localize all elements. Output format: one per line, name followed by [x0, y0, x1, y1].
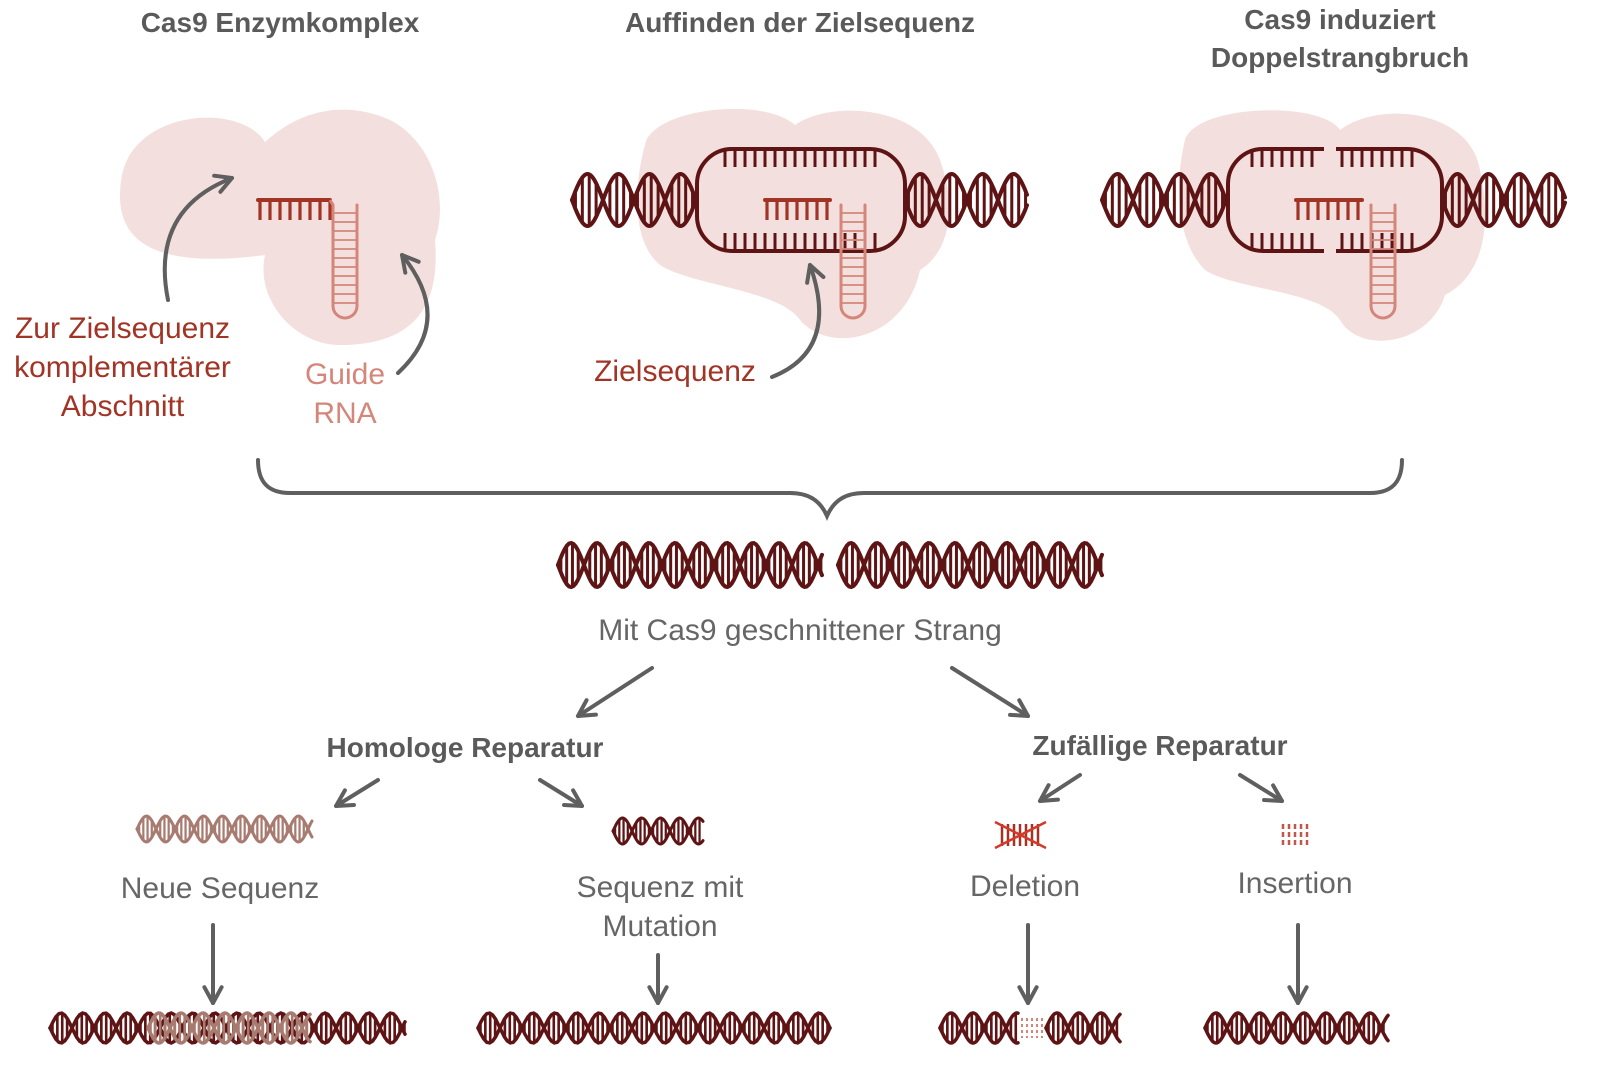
- cas9-enzyme-shape: [119, 109, 440, 345]
- label-mutation-line1: Sequenz mit: [576, 871, 744, 904]
- arrow-insertion-down: [1287, 923, 1309, 1005]
- arrow-to-new-sequence: [334, 778, 380, 808]
- mutation-dna: [611, 816, 705, 846]
- arrow-mutation-down: [647, 953, 669, 1005]
- complementary-segment-panel3: [1294, 198, 1364, 220]
- label-complementary-line2: komplementärer: [14, 351, 231, 384]
- result-deletion-dna-left: [938, 1011, 1020, 1045]
- title-cas9-complex: Cas9 Enzymkomplex: [140, 7, 420, 38]
- summary-brace: [256, 458, 1404, 521]
- label-complementary-line1: Zur Zielsequenz: [14, 312, 231, 345]
- cas9-enzyme-shape: [637, 108, 950, 339]
- label-homologous-repair: Homologe Reparatur: [326, 732, 604, 763]
- guide-rna-hairpin-panel2: [839, 203, 867, 320]
- complementary-segment-panel2: [763, 198, 832, 220]
- deletion-symbol: [994, 820, 1047, 850]
- label-guide-rna-line1: Guide: [304, 358, 386, 391]
- label-deletion: Deletion: [969, 870, 1081, 903]
- guide-rna-hairpin: [331, 203, 359, 320]
- cas9-enzyme-shape: [1179, 110, 1486, 341]
- arrow-deletion-down: [1017, 923, 1039, 1005]
- label-insertion: Insertion: [1237, 867, 1353, 900]
- arrow-to-target: [770, 263, 826, 379]
- deletion-gap-marker: [1021, 1018, 1043, 1038]
- arrow-to-random: [950, 666, 1030, 718]
- cut-dna-right: [836, 540, 1104, 590]
- arrow-to-mutation: [538, 778, 584, 808]
- arrow-to-deletion: [1038, 773, 1082, 803]
- dna-right-panel2: [903, 171, 1029, 229]
- result-insertion-dna: [1203, 1011, 1390, 1045]
- arrow-to-guide-rna: [396, 253, 430, 375]
- arrow-to-insertion: [1238, 773, 1284, 803]
- arrow-to-complementary: [162, 173, 234, 302]
- label-new-sequence: Neue Sequenz: [120, 872, 320, 905]
- arrow-to-homologous: [576, 666, 654, 718]
- label-target-sequence: Zielsequenz: [594, 355, 756, 388]
- title-double-strand-break-line1: Cas9 induziert: [1244, 4, 1436, 35]
- dna-left-panel3: [1100, 171, 1230, 229]
- label-guide-rna-line2: RNA: [313, 397, 377, 430]
- complementary-segment: [256, 198, 332, 220]
- dna-left-panel2: [570, 171, 699, 229]
- guide-rna-link: [328, 199, 335, 206]
- dna-right-panel3: [1440, 171, 1567, 229]
- label-cut-strand: Mit Cas9 geschnittener Strang: [598, 614, 1002, 647]
- title-target-search: Auffinden der Zielsequenz: [624, 7, 976, 38]
- insertion-symbol: [1281, 824, 1309, 848]
- label-mutation-line2: Mutation: [602, 910, 718, 943]
- label-complementary-line3: Abschnitt: [60, 390, 185, 423]
- new-sequence-dna: [135, 814, 314, 844]
- label-random-repair: Zufällige Reparatur: [1032, 730, 1288, 761]
- cut-dna-left: [556, 540, 824, 590]
- result-mutation-dna: [476, 1011, 832, 1045]
- guide-rna-hairpin-panel3: [1369, 203, 1397, 320]
- title-double-strand-break-line2: Doppelstrangbruch: [1210, 42, 1470, 73]
- result-deletion-dna-right: [1044, 1011, 1122, 1045]
- arrow-new-sequence-down: [202, 923, 224, 1005]
- result-new-sequence-insert: [146, 1011, 312, 1045]
